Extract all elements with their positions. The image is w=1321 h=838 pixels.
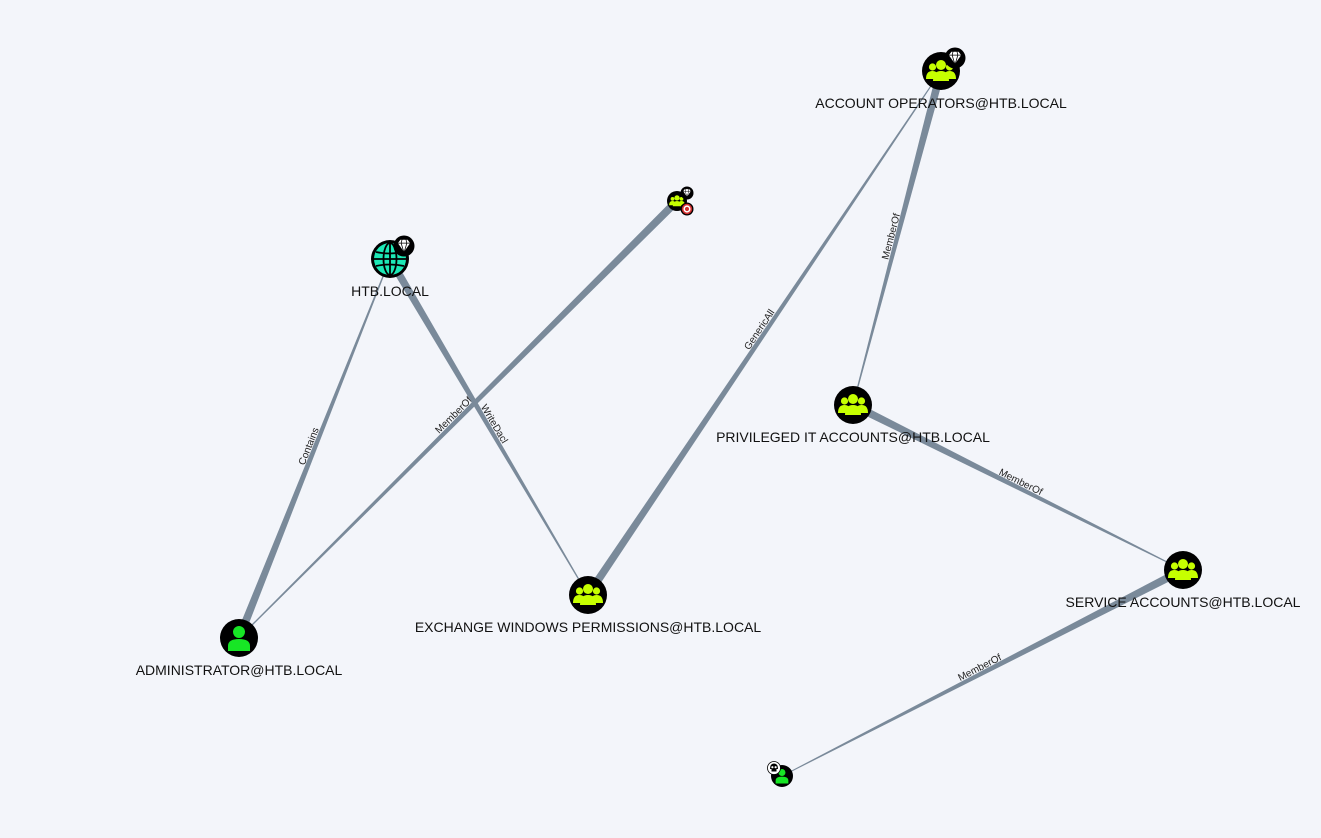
- diamond-icon: [680, 186, 694, 200]
- node-htb-local[interactable]: HTB.LOCAL: [351, 235, 429, 300]
- node-circle[interactable]: [834, 386, 872, 424]
- edge-line[interactable]: [584, 70, 942, 598]
- diamond-icon: [944, 47, 966, 69]
- user-icon: [228, 626, 250, 651]
- edge-line[interactable]: [238, 198, 680, 639]
- edge-htb-local-to-administrator[interactable]: Contains: [235, 258, 391, 640]
- edge-label: Contains: [297, 426, 322, 467]
- edge-administrator-to-small-group[interactable]: MemberOf: [238, 198, 680, 639]
- nodes-layer: ACCOUNT OPERATORS@HTB.LOCAL HTB.LOCAL PRIV…: [136, 47, 1301, 788]
- user-icon: [775, 769, 789, 784]
- edge-privileged-it-to-account-operators[interactable]: MemberOf: [852, 70, 945, 406]
- edge-line[interactable]: [235, 258, 391, 640]
- skull-icon: [767, 761, 781, 775]
- edge-exchange-windows-to-htb-local[interactable]: WriteDacl: [386, 257, 589, 596]
- edge-line[interactable]: [851, 401, 1184, 571]
- node-circle[interactable]: [1164, 551, 1202, 589]
- edge-label: MemberOf: [434, 395, 475, 436]
- diamond-icon: [393, 235, 415, 257]
- edge-label: GenericAll: [742, 308, 777, 352]
- node-administrator[interactable]: ADMINISTRATOR@HTB.LOCAL: [136, 619, 343, 678]
- edge-line[interactable]: [781, 566, 1185, 777]
- node-label: SERVICE ACCOUNTS@HTB.LOCAL: [1066, 594, 1301, 610]
- node-circle[interactable]: [569, 576, 607, 614]
- group-icon: [838, 394, 868, 415]
- group-icon: [573, 584, 603, 605]
- node-owned-user[interactable]: [767, 761, 794, 788]
- node-label: ACCOUNT OPERATORS@HTB.LOCAL: [815, 95, 1067, 111]
- node-service-accounts[interactable]: SERVICE ACCOUNTS@HTB.LOCAL: [1066, 551, 1301, 610]
- node-privileged-it[interactable]: PRIVILEGED IT ACCOUNTS@HTB.LOCAL: [716, 386, 990, 445]
- node-label: ADMINISTRATOR@HTB.LOCAL: [136, 662, 343, 678]
- node-exchange-windows[interactable]: EXCHANGE WINDOWS PERMISSIONS@HTB.LOCAL: [415, 576, 762, 635]
- group-icon: [926, 60, 956, 81]
- edge-line[interactable]: [852, 70, 945, 406]
- node-label: EXCHANGE WINDOWS PERMISSIONS@HTB.LOCAL: [415, 619, 762, 635]
- edge-line[interactable]: [386, 257, 589, 596]
- edge-service-accounts-to-privileged-it[interactable]: MemberOf: [851, 401, 1184, 571]
- group-icon: [1168, 559, 1198, 580]
- node-account-operators[interactable]: ACCOUNT OPERATORS@HTB.LOCAL: [815, 47, 1067, 112]
- node-label: PRIVILEGED IT ACCOUNTS@HTB.LOCAL: [716, 429, 990, 445]
- target-icon: [680, 202, 694, 216]
- edge-account-operators-to-exchange-windows[interactable]: GenericAll: [584, 70, 942, 598]
- node-circle[interactable]: [220, 619, 258, 657]
- node-label: HTB.LOCAL: [351, 283, 429, 299]
- node-small-group[interactable]: [667, 186, 694, 216]
